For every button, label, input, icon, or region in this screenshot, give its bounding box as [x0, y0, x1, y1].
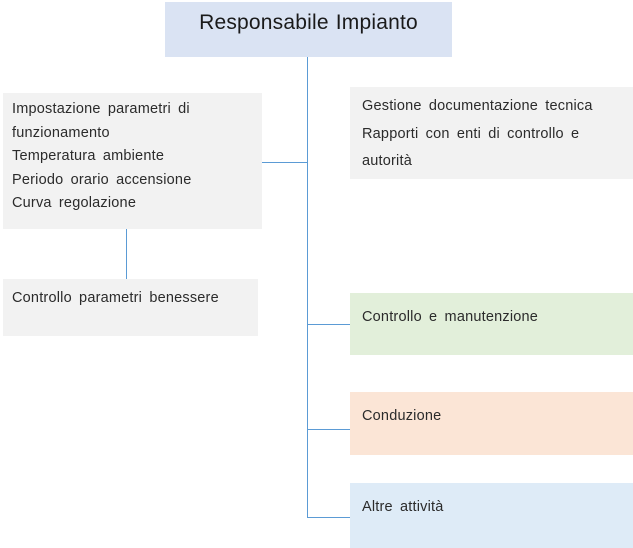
node-controllo-e-manutenzione: Controllo e manutenzione: [350, 293, 633, 355]
connector-trunk-vertical: [307, 57, 308, 518]
node-responsabile-impianto-label: Responsabile Impianto: [199, 11, 418, 34]
node-controllo-e-manutenzione-label: Controllo e manutenzione: [362, 309, 539, 325]
node-gestione-line-2: Rapporti con enti di controllo e autorit…: [362, 125, 580, 170]
connector-branch-orange: [307, 429, 350, 430]
node-conduzione: Conduzione: [350, 392, 633, 455]
node-gestione-documentazione: Gestione documentazione tecnica Rapporti…: [350, 87, 633, 179]
connector-branch-blue: [307, 517, 350, 518]
connector-branch-green: [307, 324, 350, 325]
connector-branch-left: [262, 162, 308, 163]
node-gestione-line-1: Gestione documentazione tecnica: [362, 98, 593, 114]
node-altre-attivita-label: Altre attività: [362, 499, 444, 515]
node-conduzione-label: Conduzione: [362, 408, 442, 424]
node-impostazione-line-2: Temperatura ambiente: [12, 148, 165, 164]
node-responsabile-impianto: Responsabile Impianto: [165, 2, 452, 57]
node-impostazione-line-1: Impostazione parametri di funzionamento: [12, 101, 190, 141]
node-controllo-parametri-benessere-label: Controllo parametri benessere: [12, 290, 219, 306]
node-controllo-parametri-benessere: Controllo parametri benessere: [3, 279, 258, 336]
node-impostazione-line-4: Curva regolazione: [12, 195, 137, 211]
node-altre-attivita: Altre attività: [350, 483, 633, 548]
node-impostazione-parametri: Impostazione parametri di funzionamento …: [3, 93, 262, 229]
node-impostazione-line-3: Periodo orario accensione: [12, 171, 192, 188]
connector-left-vertical: [126, 229, 127, 279]
